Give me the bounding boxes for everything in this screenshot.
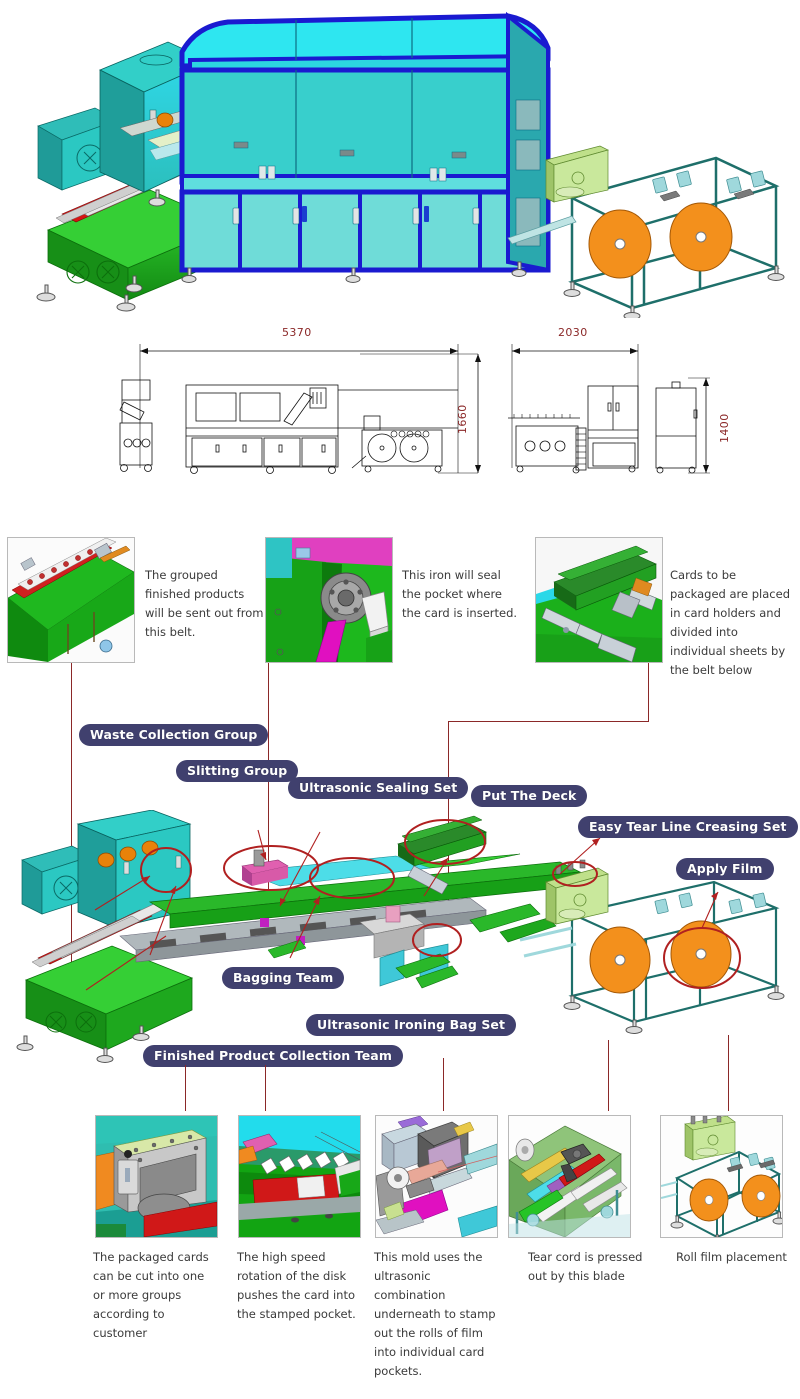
deck-loader-plate [397,815,487,895]
finished-collection-table [16,945,194,1063]
label-put-the-deck[interactable]: Put The Deck [471,785,588,807]
label-waste-collection-group[interactable]: Waste Collection Group [79,724,269,746]
connector-card-holders-b [448,721,649,722]
inclined-red-belt [31,903,165,968]
callout-thumb-card-holders [535,537,663,663]
label-slitting-group[interactable]: Slitting Group [176,760,299,782]
connector-ultrasonic-mold [443,1058,444,1111]
ultrasonic-sealing-head [241,849,289,886]
connector-iron-seal [268,663,269,944]
film-roll-frame [507,145,785,318]
bottom-thumb-high-speed-disk [238,1115,361,1238]
bottom-text-packaged-cards-cut: The packaged cards can be cut into one o… [93,1250,209,1340]
callout-thumb-belt-output [7,537,135,663]
callout-text-iron-seal: This iron will seal the pocket where the… [402,568,518,620]
connector-tear-cord [608,1040,609,1111]
connector-packaged-cards [185,1065,186,1111]
label-ultrasonic-sealing-set[interactable]: Ultrasonic Sealing Set [288,777,469,799]
dim-side-height: 1400 [718,413,731,443]
bottom-thumb-tear-cord-blade [508,1115,631,1238]
dim-front-height: 1660 [456,404,469,434]
connector-belt-output [71,663,72,985]
connector-roll-film [728,1035,729,1111]
machine-3d-overview [0,0,800,318]
label-finished-product-collection-team[interactable]: Finished Product Collection Team [143,1045,403,1067]
bottom-text-high-speed-disk: The high speed rotation of the disk push… [237,1250,356,1321]
connector-high-speed-disk [265,1065,266,1111]
callout-text-card-holders: Cards to be packaged are placed in card … [670,568,790,677]
bottom-thumb-roll-film-placement [660,1115,783,1238]
label-apply-film[interactable]: Apply Film [676,858,774,880]
dim-front-width: 5370 [282,326,312,339]
callout-text-belt-output: The grouped finished products will be se… [145,568,264,639]
label-easy-tear-line-creasing-set[interactable]: Easy Tear Line Creasing Set [578,816,798,838]
label-bagging-team[interactable]: Bagging Team [222,967,345,989]
film-roll-frame-2 [519,859,785,1034]
connector-card-holders-a [648,663,649,721]
label-ultrasonic-ironing-bag-set[interactable]: Ultrasonic Ironing Bag Set [306,1014,517,1036]
bottom-thumb-ultrasonic-mold [375,1115,498,1238]
callout-thumb-iron-seal [265,537,393,663]
bottom-text-tear-cord-blade: Tear cord is pressed out by this blade [528,1250,643,1283]
bottom-thumb-packaged-cards-cut [95,1115,218,1238]
bottom-text-roll-film-placement: Roll film placement [676,1250,787,1264]
dim-side-width: 2030 [558,326,588,339]
main-enclosure [179,11,551,283]
machine-annotated-diagram [0,810,800,1090]
dimension-drawings: 5370 1660 2030 1400 [0,318,800,518]
bottom-text-ultrasonic-mold: This mold uses the ultrasonic combinatio… [374,1250,496,1378]
